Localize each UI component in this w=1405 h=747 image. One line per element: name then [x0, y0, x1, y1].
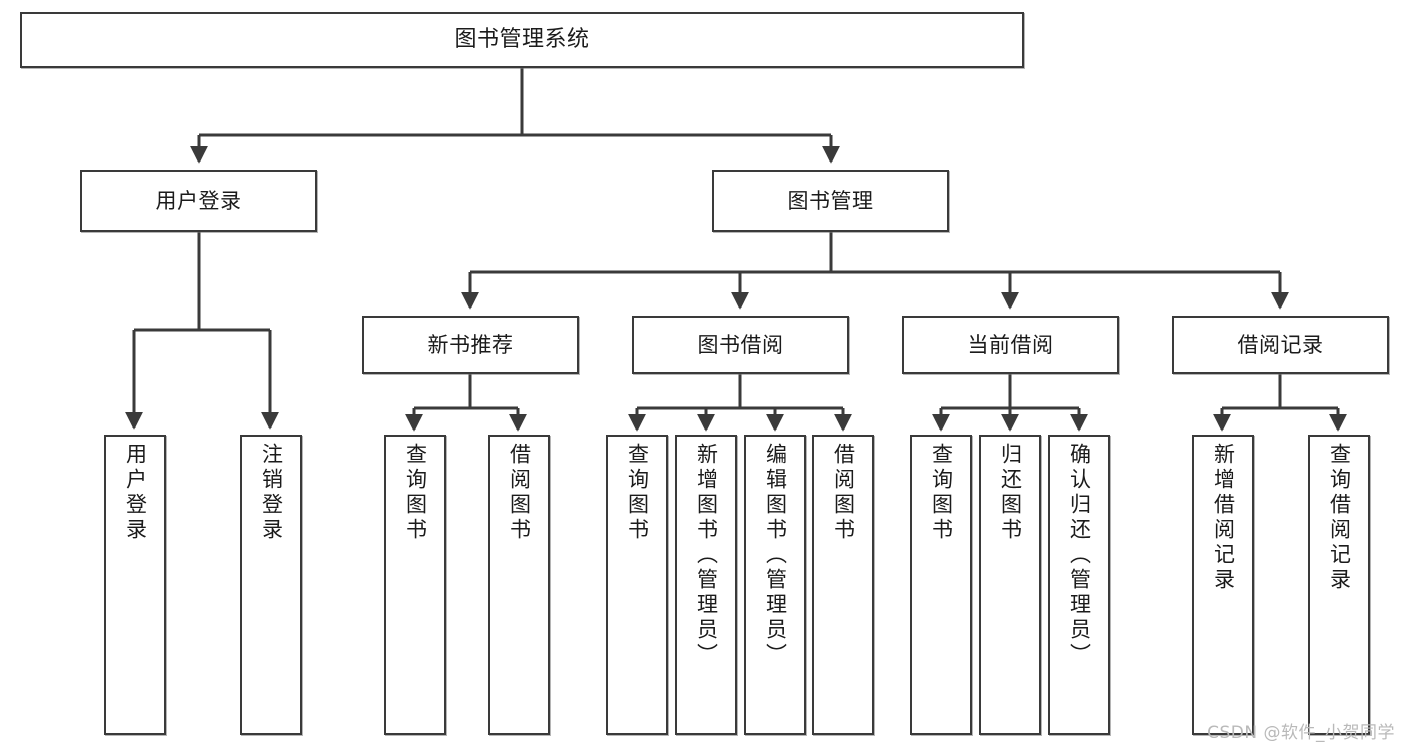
node-label: 当前借阅: [967, 332, 1054, 357]
node-label: 注销登录: [259, 443, 284, 543]
leaf-new-book-query[interactable]: 查询图书: [384, 435, 446, 735]
leaf-book-borrow-query[interactable]: 查询图书: [606, 435, 668, 735]
leaf-borrow-record-add[interactable]: 新增借阅记录: [1192, 435, 1254, 735]
node-label: 查询图书: [625, 443, 650, 543]
node-new-book-recommend[interactable]: 新书推荐: [362, 316, 579, 374]
leaf-current-borrow-query[interactable]: 查询图书: [910, 435, 972, 735]
node-root-system[interactable]: 图书管理系统: [20, 12, 1024, 68]
watermark: CSDN @软件_小贺同学: [1207, 723, 1395, 743]
node-label: 用户登录: [155, 188, 242, 213]
leaf-new-book-borrow[interactable]: 借阅图书: [488, 435, 550, 735]
node-label: 图书管理: [787, 188, 874, 213]
leaf-user-login-logout[interactable]: 注销登录: [240, 435, 302, 735]
node-label: 新增图书（管理员）: [694, 443, 719, 668]
node-label: 新书推荐: [427, 332, 514, 357]
node-label: 借阅记录: [1237, 332, 1324, 357]
node-label: 图书借阅: [697, 332, 784, 357]
node-current-borrow[interactable]: 当前借阅: [902, 316, 1119, 374]
node-label: 借阅图书: [831, 443, 856, 543]
node-label: 查询图书: [929, 443, 954, 543]
leaf-current-borrow-return[interactable]: 归还图书: [979, 435, 1041, 735]
node-label: 归还图书: [998, 443, 1023, 543]
leaf-borrow-record-query[interactable]: 查询借阅记录: [1308, 435, 1370, 735]
node-label: 借阅图书: [507, 443, 532, 543]
node-label: 新增借阅记录: [1211, 443, 1236, 593]
node-user-login[interactable]: 用户登录: [80, 170, 317, 232]
node-label: 查询借阅记录: [1327, 443, 1352, 593]
leaf-user-login-login[interactable]: 用户登录: [104, 435, 166, 735]
node-label: 图书管理系统: [454, 27, 590, 53]
node-book-borrow[interactable]: 图书借阅: [632, 316, 849, 374]
node-label: 用户登录: [123, 443, 148, 543]
leaf-book-borrow-add[interactable]: 新增图书（管理员）: [675, 435, 737, 735]
node-label: 确认归还（管理员）: [1067, 443, 1092, 668]
leaf-book-borrow-edit[interactable]: 编辑图书（管理员）: [744, 435, 806, 735]
leaf-current-borrow-confirm-return[interactable]: 确认归还（管理员）: [1048, 435, 1110, 735]
node-label: 编辑图书（管理员）: [763, 443, 788, 668]
node-book-management[interactable]: 图书管理: [712, 170, 949, 232]
node-borrow-record[interactable]: 借阅记录: [1172, 316, 1389, 374]
node-label: 查询图书: [403, 443, 428, 543]
leaf-book-borrow-borrow[interactable]: 借阅图书: [812, 435, 874, 735]
